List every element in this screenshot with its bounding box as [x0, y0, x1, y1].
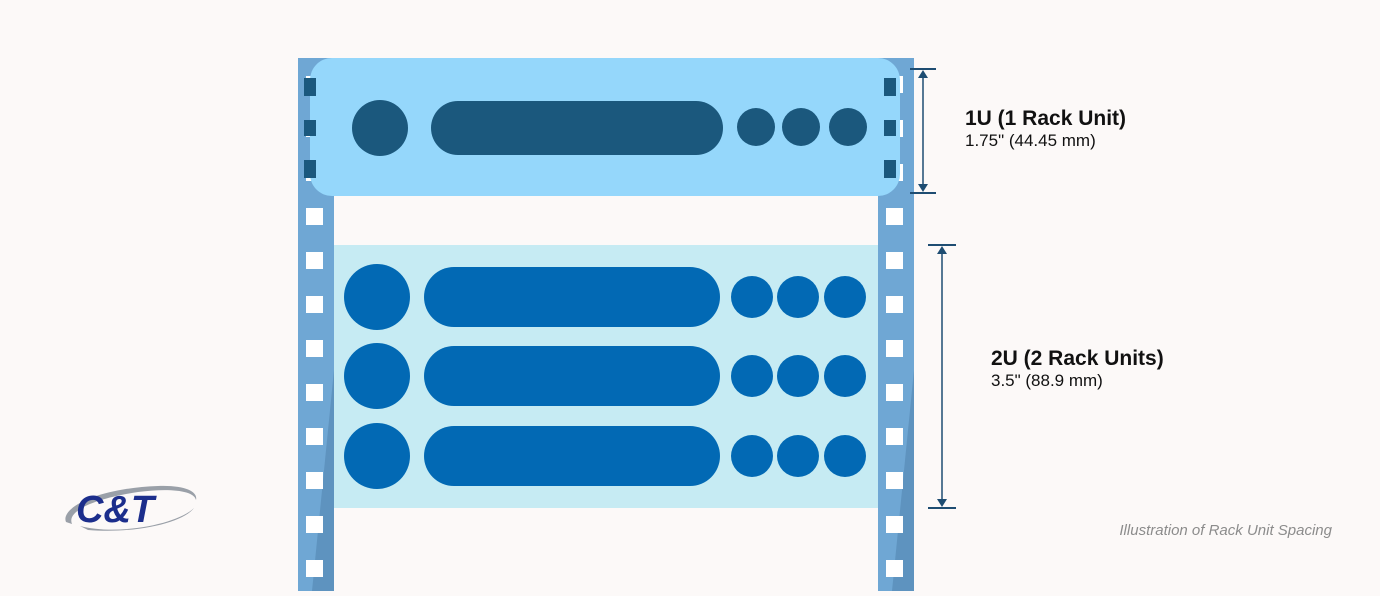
rail-hole	[886, 472, 903, 489]
port-circle-small	[824, 355, 866, 397]
port-circle-small	[777, 355, 819, 397]
port-circle-small	[824, 276, 866, 318]
label-2u-dimension: 3.5" (88.9 mm)	[991, 371, 1103, 390]
unit-2u	[334, 245, 878, 508]
rail-ear-hole	[884, 78, 896, 96]
measure-2u	[928, 244, 956, 509]
rail-hole	[306, 516, 323, 533]
port-slot	[424, 426, 720, 486]
rail-hole	[886, 208, 903, 225]
port-circle-small	[777, 276, 819, 318]
port-slot	[431, 101, 723, 155]
port-circle-small	[777, 435, 819, 477]
port-circle-small	[782, 108, 820, 146]
port-circle-small	[731, 355, 773, 397]
rail-hole	[306, 296, 323, 313]
rail-ear-hole	[304, 160, 316, 178]
port-circle-large	[344, 423, 410, 489]
port-circle-small	[829, 108, 867, 146]
rail-hole	[306, 340, 323, 357]
port-circle-large	[344, 343, 410, 409]
ct-swoosh-logo-icon: C&T	[65, 485, 197, 531]
port-circle-small	[824, 435, 866, 477]
rail-ear-hole	[304, 120, 316, 136]
rail-hole	[886, 560, 903, 577]
label-1u: 1U (1 Rack Unit) 1.75" (44.45 mm)	[965, 106, 1126, 151]
rail-hole	[306, 208, 323, 225]
port-circle-large	[344, 264, 410, 330]
label-2u-title: 2U (2 Rack Units)	[991, 347, 1164, 370]
rail-hole	[886, 296, 903, 313]
port-circle-small	[731, 435, 773, 477]
rail-ear-hole	[884, 120, 896, 136]
rail-hole	[886, 340, 903, 357]
rail-hole	[886, 516, 903, 533]
port-circle-large	[352, 100, 408, 156]
caption: Illustration of Rack Unit Spacing	[1119, 522, 1332, 539]
rail-hole	[886, 384, 903, 401]
rail-ear-hole	[304, 78, 316, 96]
measure-1u	[910, 68, 936, 194]
label-2u: 2U (2 Rack Units) 3.5" (88.9 mm)	[991, 346, 1164, 391]
port-circle-small	[731, 276, 773, 318]
rail-ear-hole	[884, 160, 896, 178]
rail-hole	[306, 428, 323, 445]
rail-hole	[306, 472, 323, 489]
port-circle-small	[737, 108, 775, 146]
unit-1u	[304, 58, 900, 196]
rail-hole	[306, 252, 323, 269]
rail-hole	[886, 428, 903, 445]
rail-hole	[306, 384, 323, 401]
label-1u-title: 1U (1 Rack Unit)	[965, 107, 1127, 130]
rail-hole	[886, 252, 903, 269]
rail-hole	[306, 560, 323, 577]
port-slot	[424, 346, 720, 406]
port-slot	[424, 267, 720, 327]
label-1u-dimension: 1.75" (44.45 mm)	[965, 131, 1096, 150]
logo-text: C&T	[76, 489, 157, 531]
